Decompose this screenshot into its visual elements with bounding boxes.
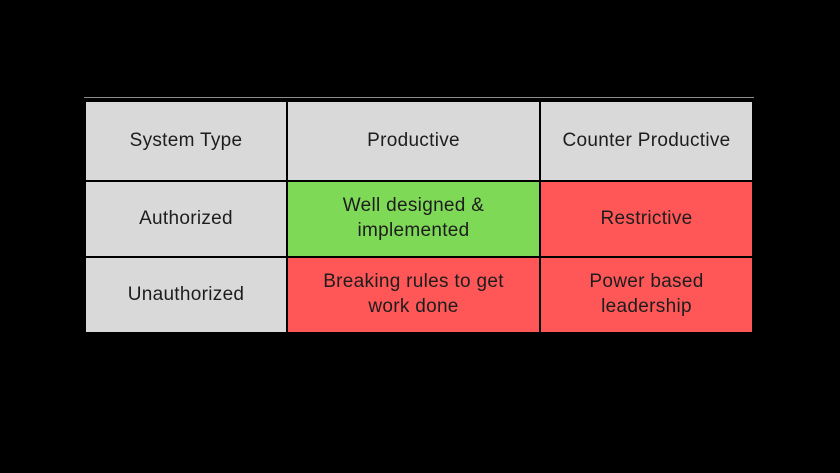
cell-authorized-productive: Well designed & implemented <box>286 180 541 258</box>
row-label-unauthorized: Unauthorized <box>84 256 288 334</box>
column-header-system-type: System Type <box>84 95 288 182</box>
table-row-unauthorized: Unauthorized Breaking rules to get work … <box>84 256 754 334</box>
column-header-productive: Productive <box>286 95 541 182</box>
cell-unauthorized-counter-productive: Power based leadership <box>539 256 754 334</box>
comparison-table-container: System Type Productive Counter Productiv… <box>84 95 754 334</box>
system-type-matrix-table: System Type Productive Counter Productiv… <box>84 95 754 334</box>
row-label-authorized: Authorized <box>84 180 288 258</box>
table-header-row: System Type Productive Counter Productiv… <box>84 95 754 182</box>
cell-unauthorized-productive: Breaking rules to get work done <box>286 256 541 334</box>
column-header-counter-productive: Counter Productive <box>539 95 754 182</box>
table-row-authorized: Authorized Well designed & implemented R… <box>84 180 754 258</box>
cell-authorized-counter-productive: Restrictive <box>539 180 754 258</box>
